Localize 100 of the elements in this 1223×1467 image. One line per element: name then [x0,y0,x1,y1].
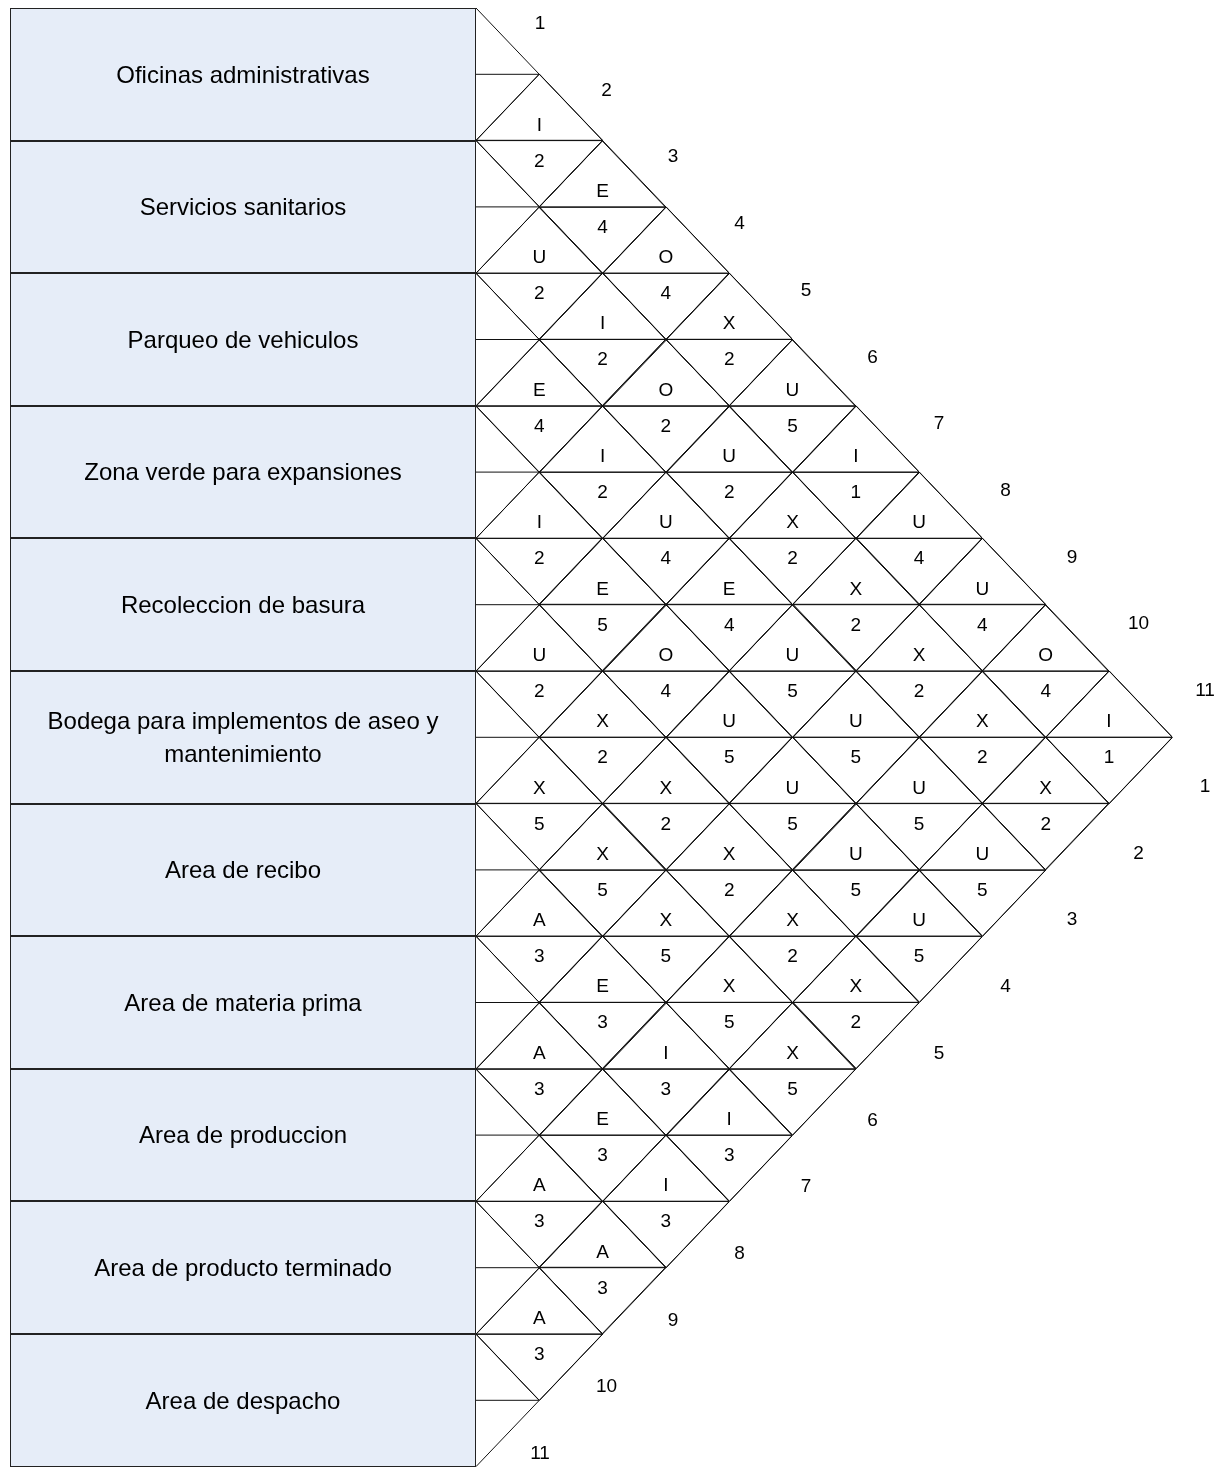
reason-code: 4 [597,216,608,236]
reason-code: 4 [534,415,545,435]
relationship-code: U [532,645,547,664]
reason-code: 5 [597,879,608,899]
reason-code: 5 [787,681,798,700]
department-name: Bodega para implementos de aseo y mantenimiento [46,705,440,770]
reason-code: 3 [534,1344,545,1363]
relationship-code: I [599,446,606,466]
relationship-code: U [975,578,990,598]
relationship-code: O [658,379,674,399]
reason-code: 5 [723,1012,735,1032]
reason-code: 4 [660,283,672,303]
reason-code: 1 [850,482,862,502]
relationship-code: X [659,910,673,930]
department-name: Area de recibo [164,855,322,886]
department-box [10,405,476,539]
department-name: Zona verde para expansiones [84,457,402,488]
reason-code: 3 [534,1211,545,1231]
row-number: 11 [1195,679,1215,699]
row-number: 7 [800,1175,812,1195]
relationship-code: X [786,910,799,930]
relationship-code: X [722,843,736,863]
reason-code: 3 [597,1145,608,1165]
department-box [10,1201,476,1334]
relationship-code: U [975,843,990,863]
reason-code: 2 [534,548,545,568]
department-name: Parqueo de vehiculos [127,324,359,355]
department-name: Oficinas administrativas [116,59,370,90]
relationship-code: X [722,976,736,996]
department-name: Servicios sanitarios [139,192,347,223]
relationship-code: A [532,1042,546,1062]
row-number: 10 [595,1375,618,1395]
relationship-code: U [848,711,863,731]
relationship-code: X [849,976,863,996]
relationship-code: E [532,379,546,399]
reason-code: 4 [913,548,925,568]
relationship-code: X [532,777,546,797]
row-number: 1 [534,12,546,32]
row-number: 9 [1066,546,1078,566]
relationship-code: U [722,446,737,466]
reason-code: 2 [597,747,608,767]
reason-code: 3 [597,1277,608,1297]
department-name: Area de materia prima [124,987,362,1018]
row-number: 3 [1066,908,1078,928]
row-number: 4 [734,212,745,232]
relationship-code: U [848,843,863,863]
relationship-code: I [599,313,606,333]
department-box [10,1334,476,1467]
row-number: 4 [1000,975,1011,995]
relationship-code: X [786,512,799,532]
relationship-code: A [532,1175,546,1195]
relationship-code: U [785,777,800,797]
relationship-code: X [786,1042,799,1062]
reason-code: 5 [660,946,672,966]
relationship-code: U [785,379,800,399]
department-box [10,8,476,141]
reason-code: 4 [660,681,672,700]
department-name: Area de despacho [145,1385,341,1416]
relationship-code: X [659,777,673,797]
relationship-code: O [658,645,674,664]
reason-code: 3 [534,946,545,966]
relationship-code: U [532,247,547,267]
relationship-code: U [912,910,926,930]
relationship-code: X [1039,777,1053,797]
relationship-code: I [536,512,542,532]
relationship-code: X [849,578,863,598]
reason-code: 5 [534,813,545,833]
department-name: Area de producto terminado [94,1252,392,1283]
row-number: 6 [867,1109,878,1128]
relationship-code: I [853,446,859,466]
reason-code: 2 [597,349,608,369]
reason-code: 5 [977,879,988,899]
reason-code: 2 [723,879,735,899]
reason-code: 5 [850,879,862,899]
relationship-code: X [596,843,609,863]
reason-code: 2 [534,150,545,170]
reason-code: 2 [1040,813,1051,833]
department-box [10,140,476,274]
row-number: 7 [933,412,945,432]
reason-code: 2 [660,415,672,435]
relationship-code: O [658,247,674,267]
row-number: 8 [734,1242,745,1262]
relationship-code: U [912,512,926,532]
reason-code: 3 [597,1012,608,1032]
reason-code: 5 [723,747,735,767]
row-number: 1 [1199,775,1211,795]
relationship-code: I [1106,711,1112,731]
reason-code: 1 [1103,747,1115,767]
relationship-code: E [596,1109,609,1129]
relationship-code: I [536,114,542,134]
row-number: 8 [1000,479,1011,499]
department-box [10,936,476,1069]
reason-code: 5 [787,415,798,435]
reason-code: 4 [977,614,988,634]
relationship-code: I [726,1109,732,1129]
reason-code: 3 [660,1211,672,1231]
row-number: 6 [867,346,878,365]
relationship-code: I [663,1042,669,1062]
reason-code: 5 [850,747,862,767]
row-number: 11 [530,1442,550,1462]
